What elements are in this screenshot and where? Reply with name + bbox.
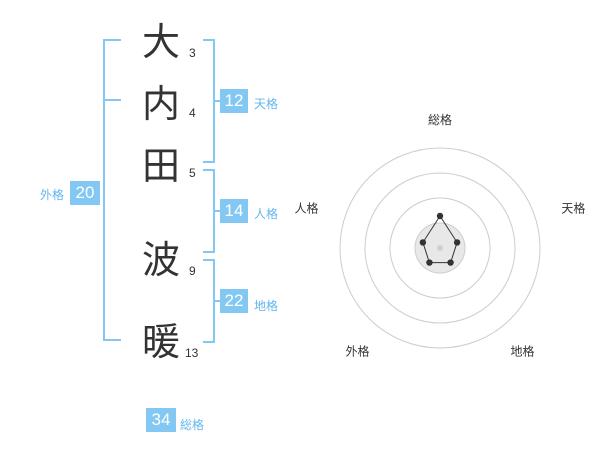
stroke-count-5: 13	[185, 346, 199, 360]
gaikaku-label: 外格	[40, 188, 65, 202]
radar-axis-label-1: 総格	[428, 112, 452, 127]
name-char-2: 内	[142, 82, 181, 126]
stroke-count-2: 4	[189, 106, 196, 120]
jinkaku-badge: 14	[220, 199, 248, 223]
radar-center-dot	[437, 245, 443, 251]
radar-axis-label-2: 天格	[561, 200, 585, 215]
chikaku-badge: 22	[220, 289, 248, 313]
name-char-1: 大	[142, 20, 181, 64]
name-char-4: 波	[142, 238, 181, 282]
radar-axis-label-4: 外格	[346, 344, 370, 359]
radar-axis-label-3: 地格	[510, 344, 534, 359]
radar-polygon	[422, 215, 458, 264]
jinkaku-label: 人格	[254, 207, 279, 221]
radar-point-5	[419, 239, 427, 246]
soukaku-label: 総格	[180, 418, 205, 432]
chikaku-tick	[213, 300, 222, 302]
tenkaku-badge: 12	[220, 89, 248, 113]
soukaku-badge: 34	[146, 408, 176, 432]
stroke-count-4: 9	[189, 264, 196, 278]
radar-ring-3	[364, 172, 516, 324]
stroke-count-1: 3	[189, 46, 196, 60]
chikaku-label: 地格	[254, 299, 279, 313]
radar-axis-label-5: 人格	[295, 200, 319, 215]
gaikaku-bracket	[103, 39, 121, 341]
name-char-5: 暖	[142, 320, 181, 364]
name-char-3: 田	[142, 144, 181, 188]
jinkaku-tick	[213, 210, 222, 212]
radar-ring-2	[389, 197, 491, 299]
radar-ring-4	[339, 147, 541, 349]
tenkaku-label: 天格	[254, 97, 279, 111]
radar-point-1	[436, 212, 444, 220]
radar-point-4	[426, 259, 433, 266]
tenkaku-tick	[213, 100, 222, 102]
radar-center-disc	[415, 223, 465, 273]
radar-point-3	[447, 259, 454, 266]
radar-point-2	[453, 239, 461, 246]
stroke-count-3: 5	[189, 166, 196, 180]
gaikaku-badge: 20	[70, 181, 100, 205]
gaikaku-bracket-divider	[105, 99, 121, 101]
radar-ring-1	[414, 222, 466, 274]
